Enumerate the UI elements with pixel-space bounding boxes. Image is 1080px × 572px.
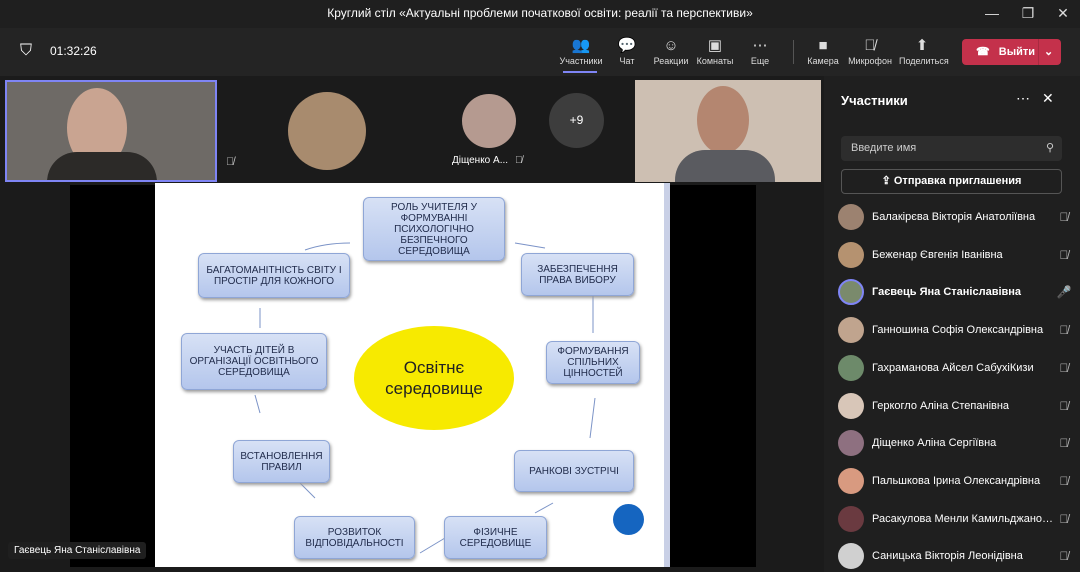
чат-button[interactable]: 💬Чат: [604, 36, 650, 66]
slide-box: ФІЗИЧНЕ СЕРЕДОВИЩЕ: [444, 516, 547, 559]
mic-off-icon: 🎙̸: [226, 156, 235, 168]
shield-icon: ⛉: [20, 42, 33, 59]
slide-box: УЧАСТЬ ДІТЕЙ В ОРГАНІЗАЦІЇ ОСВІТНЬОГО СЕ…: [181, 333, 327, 390]
participants-panel: Участники ⋯ ✕ Введите имя⚲ ⇪ Отправка пр…: [824, 76, 1080, 572]
active-tab-indicator: [563, 71, 597, 73]
participant-item[interactable]: Гахраманова Айсел СабухіКизи🎙̸: [838, 353, 1074, 383]
avatar: [838, 317, 864, 344]
mic-on-icon: 🎤: [1056, 285, 1072, 300]
поделиться-button[interactable]: ⬆Поделиться: [899, 37, 949, 66]
search-input[interactable]: Введите имя⚲: [841, 136, 1062, 161]
share-icon: ⇪: [881, 175, 894, 187]
avatar: [838, 354, 864, 381]
slide-center-ellipse: Освітнє середовище: [354, 326, 514, 430]
reactions-icon: ☺: [663, 37, 679, 54]
maximize-button[interactable]: ❐: [1021, 5, 1035, 21]
window-title: Круглий стіл «Актуальні проблеми початко…: [327, 6, 753, 20]
close-window-button[interactable]: ✕: [1057, 5, 1069, 21]
divider: [793, 40, 794, 64]
комнаты-button[interactable]: ▣Комнаты: [692, 36, 738, 66]
participant-item[interactable]: Діщенко Аліна Сергіївна🎙̸: [838, 428, 1074, 458]
avatar: [838, 467, 864, 494]
chevron-down-icon[interactable]: ⌄: [1044, 46, 1054, 58]
slide-box: ЗАБЕЗПЕЧЕННЯ ПРАВА ВИБОРУ: [521, 253, 634, 296]
participant-item[interactable]: Геркогло Аліна Степанівна🎙̸: [838, 391, 1074, 421]
avatar: [838, 392, 864, 419]
more-icon: ⋯: [752, 37, 768, 54]
participant-item[interactable]: Расакулова Менли Камильджановна🎙̸: [838, 504, 1074, 534]
people-icon: 👥: [571, 37, 591, 54]
participant-item[interactable]: Пальшкова Ірина Олександрівна🎙̸: [838, 466, 1074, 496]
mic-off-icon: 🎙̸: [1059, 549, 1069, 564]
participant-avatar[interactable]: [288, 92, 366, 170]
mic-off-icon: 🎙̸: [1059, 323, 1069, 338]
микрофон-button[interactable]: 🎙̸Микрофон: [848, 37, 892, 66]
presentation-slide: Освітнє середовище РОЛЬ УЧИТЕЛЯ У ФОРМУВ…: [155, 183, 670, 567]
mic-off-icon: 🎙̸: [1059, 247, 1069, 262]
search-icon: ⚲: [1045, 142, 1054, 154]
avatar: [838, 204, 864, 230]
cycle-arrows: [254, 242, 596, 554]
mic-off-icon: 🎙̸: [1059, 360, 1069, 375]
avatar: [838, 505, 864, 532]
slide-box: РОЛЬ УЧИТЕЛЯ У ФОРМУВАННІ ПСИХОЛОГІЧНО Б…: [363, 197, 505, 261]
slide-box: ФОРМУВАННЯ СПІЛЬНИХ ЦІННОСТЕЙ: [546, 341, 640, 384]
mic-off-icon: 🎙̸: [1059, 210, 1069, 224]
participant-avatar[interactable]: [462, 94, 516, 148]
speaker-video[interactable]: [5, 80, 217, 182]
speaker-name-label: Гаєвець Яна Станіславівна: [8, 542, 147, 559]
more-options-icon[interactable]: ⋯: [1016, 90, 1030, 106]
mic-off-icon: 🎙̸: [1059, 398, 1069, 413]
еще-button[interactable]: ⋯Еще: [737, 36, 783, 66]
meeting-timer: 01:32:26: [50, 44, 97, 58]
send-invite-button[interactable]: ⇪ Отправка приглашения: [841, 169, 1062, 194]
title-bar: Круглий стіл «Актуальні проблеми початко…: [0, 0, 1080, 28]
participant-item[interactable]: Балакірєва Вікторія Анатоліївна🎙̸: [838, 202, 1074, 232]
participant-item[interactable]: Гаєвець Яна Станіславівна🎤: [838, 277, 1074, 307]
chat-icon: 💬: [617, 37, 637, 54]
leave-button[interactable]: ☎ Выйти ⌄: [962, 39, 1061, 65]
phone-hangup-icon: ☎: [976, 46, 990, 58]
camera-icon: ■: [818, 37, 828, 54]
mic-off-icon: 🎙̸: [864, 37, 876, 54]
minimize-button[interactable]: —: [985, 5, 999, 21]
participant-video[interactable]: [635, 80, 821, 182]
share-icon: ⬆: [915, 37, 929, 54]
meeting-toolbar: ⛉ 01:32:26: [0, 28, 1080, 76]
rooms-icon: ▣: [707, 37, 723, 54]
slide-box: БАГАТОМАНІТНІСТЬ СВІТУ І ПРОСТІР ДЛЯ КОЖ…: [198, 253, 350, 298]
participant-name: Діщенко А...: [452, 155, 509, 166]
mic-off-icon: 🎙̸: [515, 155, 523, 166]
slide-box: РАНКОВІ ЗУСТРІЧІ: [514, 450, 634, 492]
участники-button[interactable]: 👥Участники: [559, 37, 603, 66]
камера-button[interactable]: ■Камера: [800, 36, 846, 66]
slide-box: ВСТАНОВЛЕННЯ ПРАВИЛ: [233, 440, 330, 483]
panel-title: Участники: [841, 93, 908, 108]
avatar: [838, 543, 864, 570]
slide-circle: [613, 504, 644, 535]
participant-item[interactable]: Ганношина Софія Олександрівна🎙̸: [838, 315, 1074, 345]
avatar: [838, 241, 864, 268]
close-panel-icon[interactable]: ✕: [1042, 90, 1054, 106]
participant-item[interactable]: Саницька Вікторія Леонідівна🎙̸: [838, 541, 1074, 571]
mic-off-icon: 🎙̸: [1059, 436, 1069, 451]
avatar: [838, 430, 864, 457]
реакции-button[interactable]: ☺Реакции: [648, 36, 694, 66]
mic-off-icon: 🎙̸: [1059, 511, 1069, 526]
participant-item[interactable]: Беженар Євгенія Іванівна🎙̸: [838, 240, 1074, 270]
overflow-participants-button[interactable]: +9: [549, 93, 604, 148]
slide-box: РОЗВИТОК ВІДПОВІДАЛЬНОСТІ: [294, 516, 415, 559]
avatar: [838, 279, 864, 306]
mic-off-icon: 🎙̸: [1059, 473, 1069, 488]
